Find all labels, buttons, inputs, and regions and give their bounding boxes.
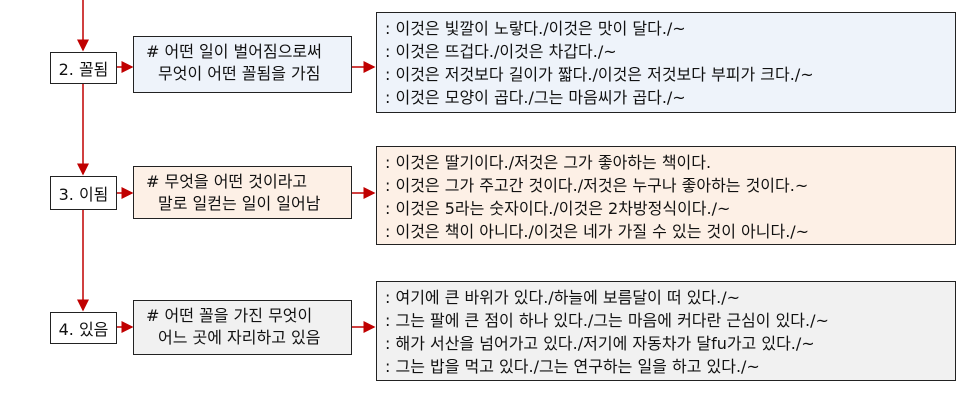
example-line: : 이것은 뜨겁다./이것은 차갑다./~: [385, 42, 617, 61]
examples-box-3: : 이것은 딸기이다./저것은 그가 좋아하는 책이다. : 이것은 그가 주고…: [376, 146, 956, 245]
node-label-3: 3. 이됨: [50, 176, 117, 210]
example-line: : 해가 서산을 넘어가고 있다./저기에 자동차가 달fu가고 있다./~: [385, 334, 815, 353]
description-box-3: # 무엇을 어떤 것이라고 말로 일컫는 일이 일어남: [133, 166, 352, 219]
example-line: : 그는 팔에 큰 점이 하나 있다./그는 마음에 커다란 근심이 있다./~: [385, 311, 829, 330]
example-line: : 이것은 딸기이다./저것은 그가 좋아하는 책이다.: [385, 153, 712, 172]
description-line-1: # 어떤 꼴을 가진 무엇이: [146, 306, 313, 325]
examples-box-2: : 이것은 빛깔이 노랗다./이것은 맛이 달다./~ : 이것은 뜨겁다./이…: [376, 12, 956, 113]
description-line-2: 어느 곳에 자리하고 있음: [158, 328, 321, 347]
example-line: : 이것은 그가 주고간 것이다./저것은 누구나 좋아하는 것이다.~: [385, 176, 809, 195]
description-line-1: # 어떤 일이 벌어짐으로써: [146, 42, 322, 61]
example-line: : 여기에 큰 바위가 있다./하늘에 보름달이 떠 있다./~: [385, 288, 741, 307]
example-line: : 이것은 모양이 곱다./그는 마음씨가 곱다./~: [385, 88, 686, 107]
example-line: : 이것은 책이 아니다./이것은 네가 가질 수 있는 것이 아니다./~: [385, 222, 810, 241]
example-line: : 이것은 5라는 숫자이다./이것은 2차방정식이다./~: [385, 199, 731, 218]
description-line-2: 말로 일컫는 일이 일어남: [158, 194, 321, 213]
example-line: : 이것은 빛깔이 노랗다./이것은 맛이 달다./~: [385, 19, 686, 38]
description-line-1: # 무엇을 어떤 것이라고: [146, 172, 308, 191]
example-line: : 이것은 저것보다 길이가 짧다./이것은 저것보다 부피가 크다./~: [385, 65, 814, 84]
description-line-2: 무엇이 어떤 꼴됨을 가짐: [158, 64, 321, 83]
description-box-4: # 어떤 꼴을 가진 무엇이 어느 곳에 자리하고 있음: [133, 300, 352, 355]
node-label-4: 4. 있음: [50, 312, 117, 344]
example-line: : 그는 밥을 먹고 있다./그는 연구하는 일을 하고 있다./~: [385, 357, 760, 376]
description-box-2: # 어떤 일이 벌어짐으로써 무엇이 어떤 꼴됨을 가짐: [133, 36, 352, 93]
node-label-2: 2. 꼴됨: [50, 52, 117, 84]
examples-box-4: : 여기에 큰 바위가 있다./하늘에 보름달이 떠 있다./~ : 그는 팔에…: [376, 281, 956, 381]
